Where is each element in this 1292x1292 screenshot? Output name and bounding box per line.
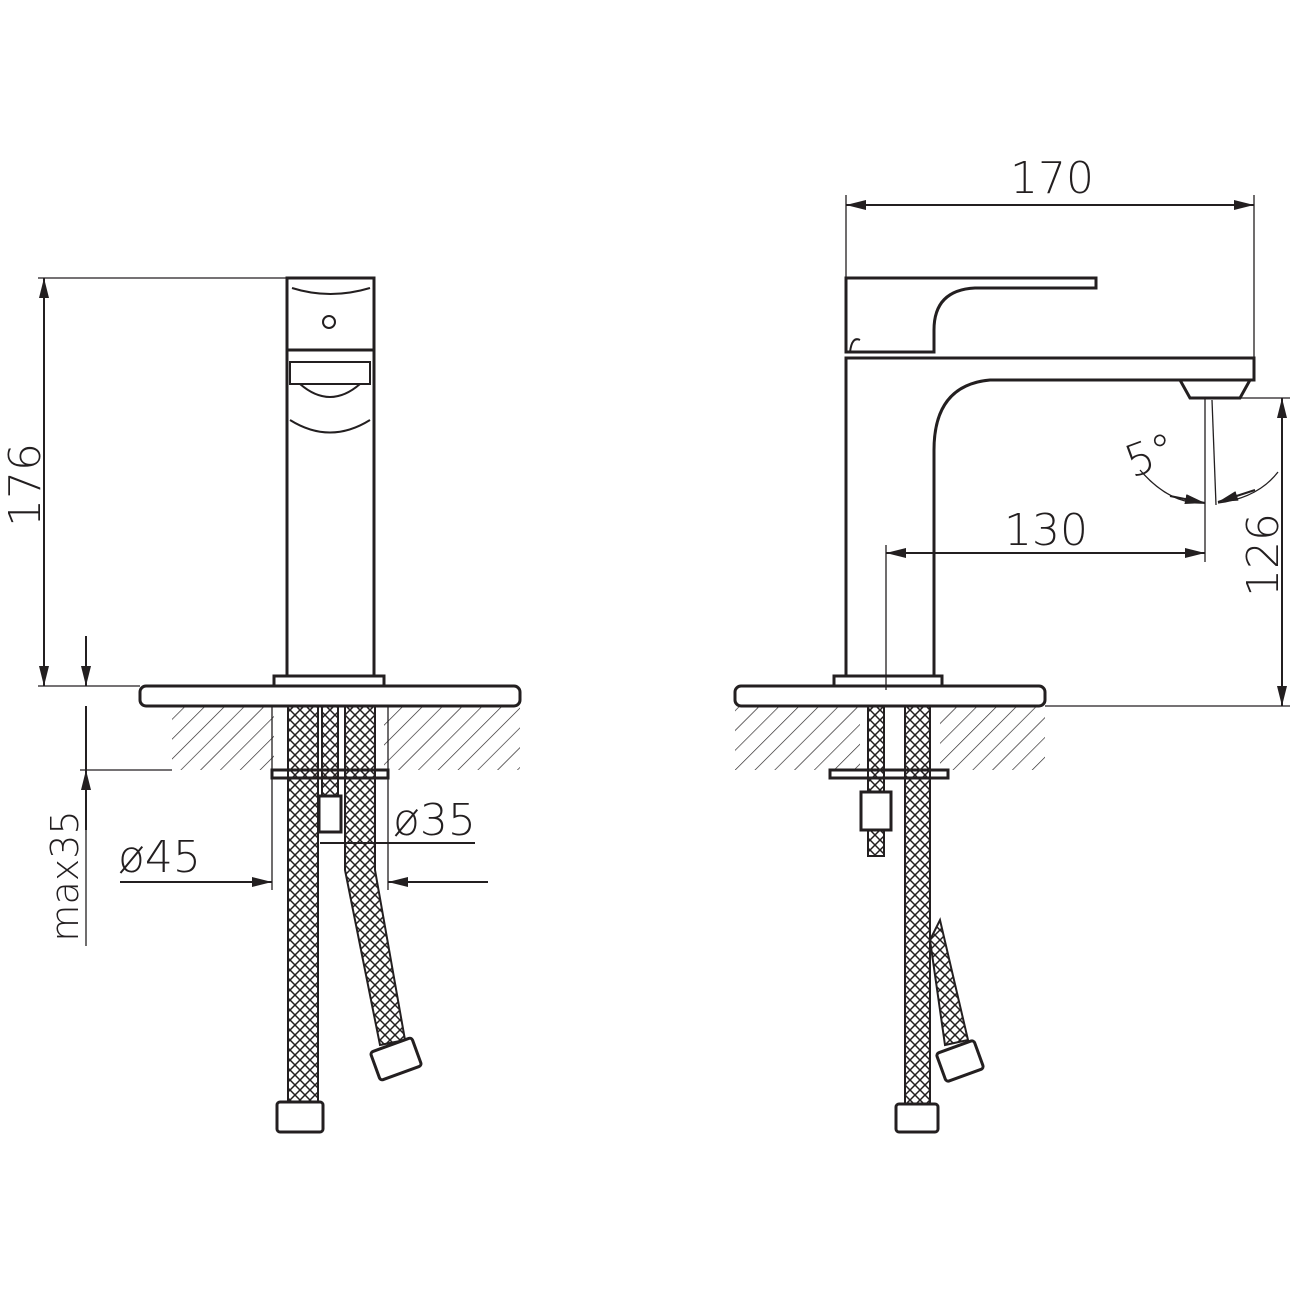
base-plate: [138, 684, 522, 708]
stud-nut: [317, 794, 343, 834]
faucet-body-spout: [844, 356, 1256, 678]
dim-max-thickness: max35: [43, 810, 87, 941]
dim-spout-reach: 130: [1004, 505, 1088, 556]
handle: [285, 276, 376, 352]
hose-second: [928, 917, 970, 1047]
threaded-stud: [321, 705, 339, 797]
dim-height-total: 176: [0, 443, 51, 527]
aerator: [1177, 378, 1253, 400]
dim-width-total: 170: [1010, 153, 1094, 204]
dim-inner-diameter: ø35: [393, 795, 476, 846]
hose-nut: [894, 1102, 940, 1134]
base-plate: [733, 684, 1047, 708]
stud-nut: [859, 790, 893, 832]
faucet-body: [285, 348, 376, 678]
hose-left: [287, 705, 319, 1105]
front-view: 176 max35 ø45 ø35: [0, 276, 522, 1134]
handle-indicator-hole: [322, 315, 336, 329]
hose: [904, 705, 931, 1107]
dim-spout-angle: 5°: [1118, 423, 1182, 488]
hose-nut-second: [935, 1039, 985, 1083]
handle: [844, 276, 1098, 354]
side-view: 170 130 126 5°: [733, 153, 1290, 1134]
hose-nut-right: [369, 1036, 423, 1082]
hose-nut-left: [275, 1100, 325, 1134]
dim-spout-height: 126: [1238, 513, 1289, 597]
threaded-stud: [867, 705, 885, 857]
aerator-ring: [289, 361, 371, 434]
dim-outer-diameter: ø45: [118, 832, 201, 883]
mounting-plate: [828, 768, 950, 780]
